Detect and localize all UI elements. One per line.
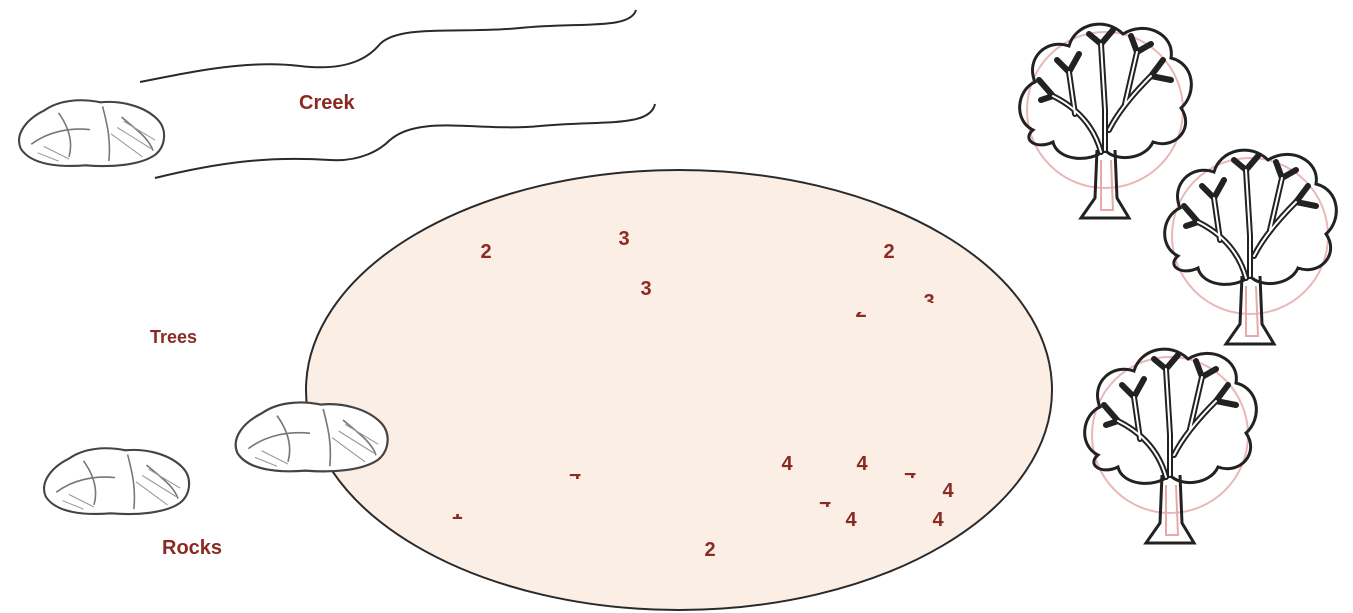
count-label: 2 xyxy=(704,540,715,560)
count-label: 4 xyxy=(781,454,792,474)
count-label: 3 xyxy=(618,229,629,249)
count-label: 3 xyxy=(640,279,651,299)
count-label: 2 xyxy=(883,242,894,262)
rocks-label: Rocks xyxy=(162,537,222,560)
tree-icon xyxy=(1085,349,1257,543)
trees-label: Trees xyxy=(150,327,197,348)
count-label: 4 xyxy=(856,454,867,474)
count-label: 4 xyxy=(845,510,856,530)
creek-lower-bank xyxy=(155,104,655,178)
rock-icon xyxy=(19,100,164,166)
tree-icon xyxy=(1165,150,1337,344)
count-label: 4 xyxy=(942,481,953,501)
creek-upper-bank xyxy=(140,10,636,82)
rock-icon xyxy=(44,448,189,514)
rock-icon xyxy=(236,402,388,471)
count-label: 4 xyxy=(932,510,943,530)
count-label: 2 xyxy=(480,242,491,262)
clearing-ellipse xyxy=(306,170,1052,610)
tree-icon xyxy=(1020,24,1192,218)
creek-label: Creek xyxy=(299,92,355,115)
